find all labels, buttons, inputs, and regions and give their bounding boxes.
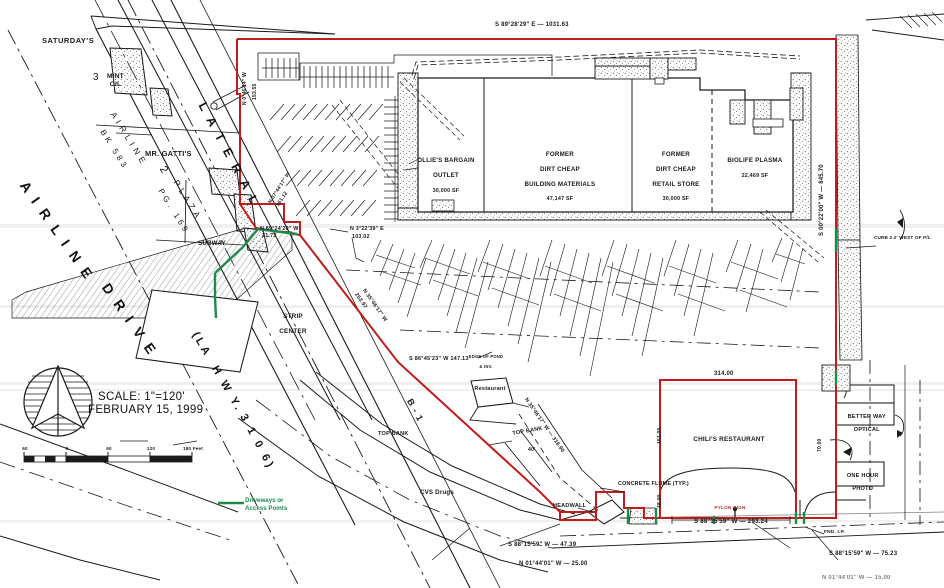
- pylon-dimension: [671, 516, 791, 524]
- label-edge-of-pond-line2: & INV.: [479, 363, 493, 369]
- bearing-bot-25: N 01°44'01" W — 25.00: [519, 561, 588, 567]
- bearing-w-1-dist: 21.73: [262, 233, 277, 239]
- saturdays-parcel: [90, 15, 336, 35]
- bearing-nw-1-dist: 153.55: [252, 83, 258, 101]
- label-saturdays: SATURDAY'S: [42, 36, 95, 45]
- label-one-hour-photo: ONE HOUR PHOTO: [838, 466, 884, 492]
- driveway-access-marks: [213, 227, 838, 524]
- drainage-channel-b1: [0, 371, 625, 581]
- bearing-bot-75: S 88°15'59" W — 75.23: [829, 551, 898, 557]
- label-mint-oil-line2: OIL: [109, 80, 122, 88]
- main-retail-building: [397, 49, 825, 263]
- dimension-chilis-depth: 151.00: [657, 427, 663, 445]
- scalebar-tick-0: 60: [22, 446, 28, 451]
- tenant-biolife-area: 22,469 SF: [741, 172, 769, 179]
- bearing-east-line: S 00°22'00" W — 845.70: [819, 164, 825, 236]
- label-better-way-line1: BETTER WAY: [847, 413, 886, 420]
- tenant-label-biolife: BIOLIFE PLASMA 22,469 SF: [714, 150, 792, 179]
- label-better-way-line2: OPTICAL: [853, 426, 880, 433]
- dimension-chilis-width: 314.00: [714, 371, 734, 377]
- label-pylon-sign: PYLON SIGN: [714, 505, 746, 510]
- label-subway: SUBWAY: [198, 240, 226, 247]
- bearing-s-147: S 86°45'23" W 147.13: [409, 356, 469, 362]
- bearing-north-line: S 89°28'29" E — 1031.63: [495, 22, 569, 28]
- bearing-w-2: N 3°22'39" E: [350, 226, 384, 232]
- strip-center-parcel: [11, 227, 293, 373]
- tenant-label-dirt-cheap-retail: FORMER DIRT CHEAP RETAIL STORE 30,000 SF: [637, 144, 711, 203]
- lateral-canal: [94, 0, 373, 421]
- scalebar-tick-4: 180 Feet: [183, 446, 203, 451]
- label-strip-center: STRIP CENTER: [262, 305, 320, 335]
- tenant-biolife-line1: BIOLIFE PLASMA: [727, 157, 783, 165]
- label-mr-gattis: MR. GATTI'S: [145, 149, 192, 158]
- dimension-right-small: 70.00: [817, 438, 823, 452]
- property-boundary-south-leg: [559, 492, 597, 521]
- tenant-dcr-line1: FORMER: [661, 151, 690, 159]
- scalebar-tick-1: 0: [65, 446, 69, 451]
- label-restaurant: Restaurant: [474, 386, 506, 392]
- tenant-label-ollies: OLLIE'S BARGAIN OUTLET 30,000 SF: [405, 150, 483, 194]
- label-one-hour-line1: ONE HOUR: [846, 472, 879, 479]
- mint-oil-building: [109, 47, 173, 117]
- label-better-way-optical: BETTER WAY OPTICAL: [839, 407, 891, 433]
- tenant-ollies-line2: OUTLET: [432, 171, 459, 179]
- tenant-dcb-line2: DIRT CHEAP: [540, 165, 580, 173]
- bearing-nw-1: N 0°46'14" W: [242, 72, 248, 105]
- label-curb-note: CURB 2.2' WEST OF P/L: [874, 235, 931, 240]
- label-parcel-three: 3: [93, 72, 99, 83]
- label-top-bank-left: TOP BANK: [378, 431, 409, 437]
- drawing-date: FEBRUARY 15, 1999: [88, 404, 204, 416]
- tenant-dcb-line1: FORMER: [545, 151, 574, 159]
- label-forty-feet: 40': [528, 447, 536, 453]
- scale-note: SCALE: 1"=120': [98, 391, 185, 403]
- tenant-dcr-area: 30,000 SF: [662, 196, 690, 203]
- tenant-ollies-area: 30,000 SF: [432, 187, 460, 194]
- label-mint-oil-line1: MINT: [107, 73, 124, 80]
- bearing-bot-47: S 88°15'59" W — 47.39: [508, 542, 577, 548]
- annotation-leaders: [115, 132, 877, 561]
- label-headwall: HEADWALL: [553, 503, 587, 509]
- label-strip-center-line1: STRIP: [283, 312, 303, 320]
- scalebar-tick-3: 120: [146, 446, 156, 451]
- restaurant-pad: [469, 377, 530, 425]
- label-cvs-drugs: CVS Drugs: [419, 489, 455, 496]
- legend-label-line1: Driveways or: [245, 497, 284, 504]
- label-edge-of-pond: EDGE OF POND & INV.: [466, 350, 503, 370]
- tenant-dcr-line3: RETAIL STORE: [652, 180, 700, 188]
- tenant-dcb-area: 47,147 SF: [546, 196, 574, 203]
- bearing-w-2-dist: 103.02: [352, 234, 370, 240]
- north-arrow-symbol: [23, 364, 93, 437]
- tenant-dcr-line2: DIRT CHEAP: [656, 165, 696, 173]
- lateral-culvert: [210, 84, 250, 111]
- tenant-label-dirt-cheap-building: FORMER DIRT CHEAP BUILDING MATERIALS 47,…: [495, 144, 621, 203]
- label-edge-of-pond-line1: EDGE OF POND: [468, 353, 504, 359]
- label-chilis: CHILI'S RESTAURANT: [693, 436, 765, 443]
- east-curb-band: [835, 11, 944, 361]
- label-strip-center-line2: CENTER: [279, 327, 307, 335]
- label-concrete-flume: CONCRETE FLUME (TYP.): [618, 481, 689, 487]
- tenant-dcb-line3: BUILDING MATERIALS: [524, 180, 596, 188]
- bearing-bot-293: S 88°15'59" W — 293.24: [694, 518, 768, 525]
- graphic-scale-bar: [23, 452, 193, 463]
- scalebar-tick-2: 60: [106, 446, 112, 451]
- bearing-bot-15: N 01°44'01" W — 15.00: [822, 575, 891, 581]
- bearing-w-1: N 89°24'20" W: [260, 226, 299, 232]
- dimension-chilis-bottom: 48.00: [657, 494, 663, 508]
- south-parking-field: [345, 237, 821, 377]
- legend-label: Driveways or Access Points: [245, 497, 287, 513]
- label-one-hour-line2: PHOTO: [852, 485, 874, 492]
- legend-label-line2: Access Points: [245, 504, 288, 512]
- tenant-ollies-line1: OLLIE'S BARGAIN: [417, 157, 475, 165]
- label-fnd-ip: FND. I.P.: [824, 530, 845, 535]
